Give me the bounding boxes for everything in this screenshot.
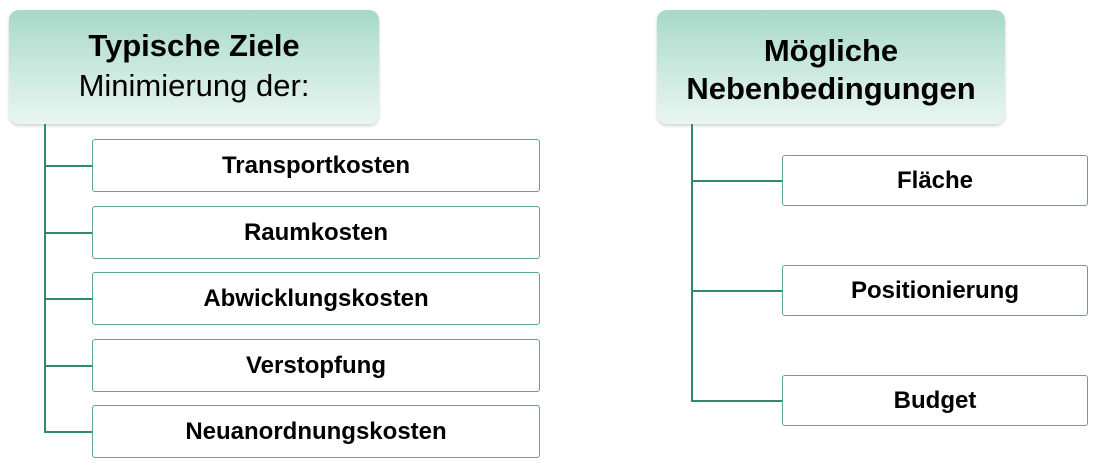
header-moegliche-nebenbedingungen: Mögliche Nebenbedingungen [657, 10, 1005, 124]
constraint-box-budget: Budget [782, 375, 1088, 426]
goal-box-abwicklungskosten: Abwicklungskosten [92, 272, 540, 325]
left-branch-line [44, 365, 92, 367]
right-branch-line [691, 180, 782, 182]
header-title-line2: Nebenbedingungen [686, 71, 976, 106]
header-title: Mögliche Nebenbedingungen [657, 10, 1005, 108]
left-branch-line [44, 165, 92, 167]
header-title: Typische Ziele [88, 28, 300, 63]
right-branch-line [691, 290, 782, 292]
header-typische-ziele: Typische Ziele Minimierung der: [9, 10, 379, 124]
header-title-line1: Mögliche [763, 33, 899, 68]
goal-box-raumkosten: Raumkosten [92, 206, 540, 259]
left-branch-line [44, 431, 92, 433]
header-subtitle: Minimierung der: [78, 68, 310, 103]
goal-box-verstopfung: Verstopfung [92, 339, 540, 392]
left-trunk-line [44, 124, 46, 433]
right-branch-line [691, 400, 782, 402]
left-branch-line [44, 232, 92, 234]
left-branch-line [44, 298, 92, 300]
constraint-box-flaeche: Fläche [782, 155, 1088, 206]
constraint-box-positionierung: Positionierung [782, 265, 1088, 316]
goal-box-transportkosten: Transportkosten [92, 139, 540, 192]
goal-box-neuanordnungskosten: Neuanordnungskosten [92, 405, 540, 458]
right-trunk-line [691, 124, 693, 402]
